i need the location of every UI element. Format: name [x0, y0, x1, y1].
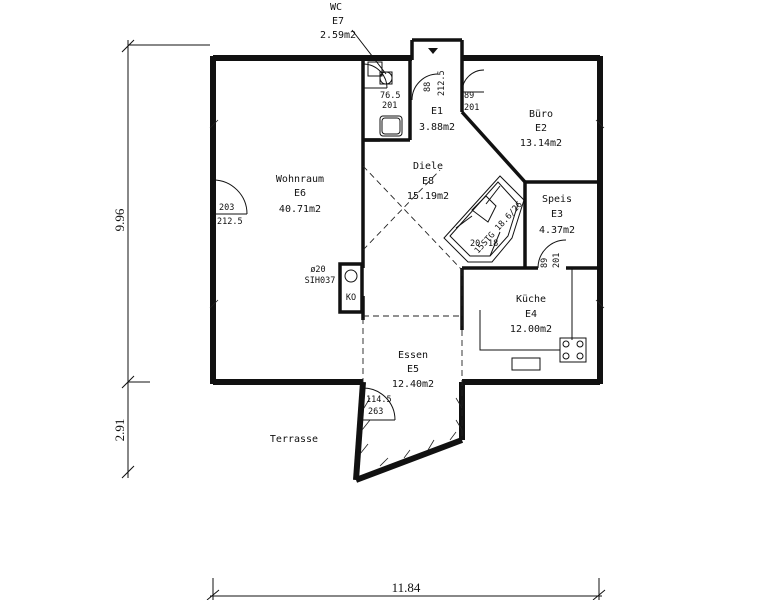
speis-area: 4.37m2	[539, 225, 575, 236]
diele-code: E8	[422, 176, 434, 187]
width-total: 11.84	[392, 580, 421, 595]
speis-code: E3	[551, 209, 563, 220]
wc-name: WC	[330, 2, 342, 13]
entry-arrow-icon	[428, 48, 438, 54]
room-labels: WC E7 2.59m2 E1 3.88m2 Büro E2 13.14m2 D…	[270, 2, 575, 445]
wc-door-w: 76.5	[380, 91, 400, 101]
wc-area: 2.59m2	[320, 30, 356, 41]
buero-door-h: 201	[464, 103, 479, 113]
door-annotations: 76.5 201 88 212.5 89 201 203 212.5 89 20…	[217, 70, 562, 417]
wall-hatching	[209, 119, 605, 467]
kueche-code: E4	[525, 309, 537, 320]
stair	[443, 175, 525, 263]
wohnraum-name: Wohnraum	[276, 174, 324, 185]
wohn-door-h: 212.5	[217, 217, 243, 227]
door-swings	[212, 63, 567, 421]
chimney-a: ø20	[310, 265, 325, 275]
wc-code: E7	[332, 16, 344, 27]
e1-area: 3.88m2	[419, 122, 455, 133]
essen-area: 12.40m2	[392, 379, 434, 390]
buero-code: E2	[535, 123, 547, 134]
essen-code: E5	[407, 364, 419, 375]
diele-name: Diele	[413, 161, 443, 172]
dimension-lines: 9.96 2.91 11.84	[112, 39, 606, 600]
height-total: 9.96	[112, 208, 127, 231]
kueche-area: 12.00m2	[510, 324, 552, 335]
chimney-b: SIH037	[305, 276, 336, 286]
stair-label: 15STG 18.6/26	[473, 200, 525, 256]
kueche-name: Küche	[516, 294, 546, 305]
buero-door-w: 89	[464, 91, 474, 101]
kitchen-fixtures	[479, 268, 587, 371]
essen-door-w: 114.5	[366, 395, 392, 405]
e1-door-w: 88	[423, 82, 433, 92]
speis-door-h: 201	[552, 253, 562, 268]
height-terrace: 2.91	[112, 419, 127, 442]
stair-b: 18	[488, 239, 498, 249]
e1-code: E1	[431, 106, 443, 117]
buero-area: 13.14m2	[520, 138, 562, 149]
wohnraum-code: E6	[294, 188, 306, 199]
essen-name: Essen	[398, 350, 428, 361]
entry-door-h: 212.5	[437, 70, 447, 96]
diele-area: 15.19m2	[407, 191, 449, 202]
stair-a: 20	[470, 239, 480, 249]
wc-door-h: 201	[382, 101, 397, 111]
essen-door-h: 263	[368, 407, 383, 417]
speis-door-w: 89	[540, 258, 550, 268]
wohnraum-area: 40.71m2	[279, 204, 321, 215]
chimney-label: KO	[346, 293, 356, 303]
chimney	[338, 262, 364, 314]
wohn-door-w: 203	[219, 203, 234, 213]
terrasse-name: Terrasse	[270, 434, 318, 445]
speis-name: Speis	[542, 194, 572, 205]
dashed-lines	[362, 165, 463, 440]
buero-name: Büro	[529, 109, 553, 120]
